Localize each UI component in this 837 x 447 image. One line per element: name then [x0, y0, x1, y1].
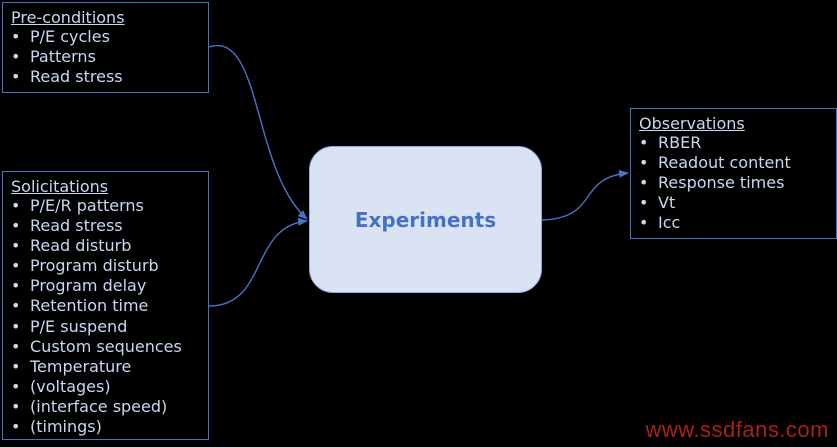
- list-item: (interface speed): [11, 397, 200, 417]
- preconditions-title: Pre-conditions: [11, 8, 125, 27]
- list-item: Response times: [639, 173, 828, 193]
- list-item: Retention time: [11, 296, 200, 316]
- experiments-node: Experiments: [309, 146, 542, 293]
- list-item: Readout content: [639, 153, 828, 173]
- list-item: Read stress: [11, 216, 200, 236]
- list-item: Program delay: [11, 276, 200, 296]
- observations-list: RBER Readout content Response times Vt I…: [639, 133, 828, 233]
- list-item: Custom sequences: [11, 337, 200, 357]
- list-item: Program disturb: [11, 256, 200, 276]
- list-item: (timings): [11, 417, 200, 437]
- preconditions-box: Pre-conditions P/E cycles Patterns Read …: [2, 2, 209, 93]
- arrow-preconditions-to-experiments: [208, 44, 308, 220]
- solicitations-list: P/E/R patterns Read stress Read disturb …: [11, 196, 200, 437]
- observations-box: Observations RBER Readout content Respon…: [630, 108, 837, 239]
- list-item: P/E suspend: [11, 317, 200, 337]
- list-item: Icc: [639, 213, 828, 233]
- list-item: Vt: [639, 193, 828, 213]
- experiments-label: Experiments: [354, 207, 497, 232]
- watermark-text: www.ssdfans.com: [645, 417, 829, 442]
- observations-title: Observations: [639, 114, 745, 133]
- list-item: Read disturb: [11, 236, 200, 256]
- list-item: RBER: [639, 133, 828, 153]
- list-item: Patterns: [11, 47, 200, 67]
- list-item: Temperature: [11, 357, 200, 377]
- arrow-experiments-to-observations: [541, 169, 629, 221]
- list-item: (voltages): [11, 377, 200, 397]
- list-item: Read stress: [11, 67, 200, 87]
- arrow-solicitations-to-experiments: [208, 217, 308, 307]
- list-item: P/E cycles: [11, 27, 200, 47]
- list-item: P/E/R patterns: [11, 196, 200, 216]
- preconditions-list: P/E cycles Patterns Read stress: [11, 27, 200, 87]
- solicitations-title: Solicitations: [11, 177, 109, 196]
- solicitations-box: Solicitations P/E/R patterns Read stress…: [2, 171, 209, 440]
